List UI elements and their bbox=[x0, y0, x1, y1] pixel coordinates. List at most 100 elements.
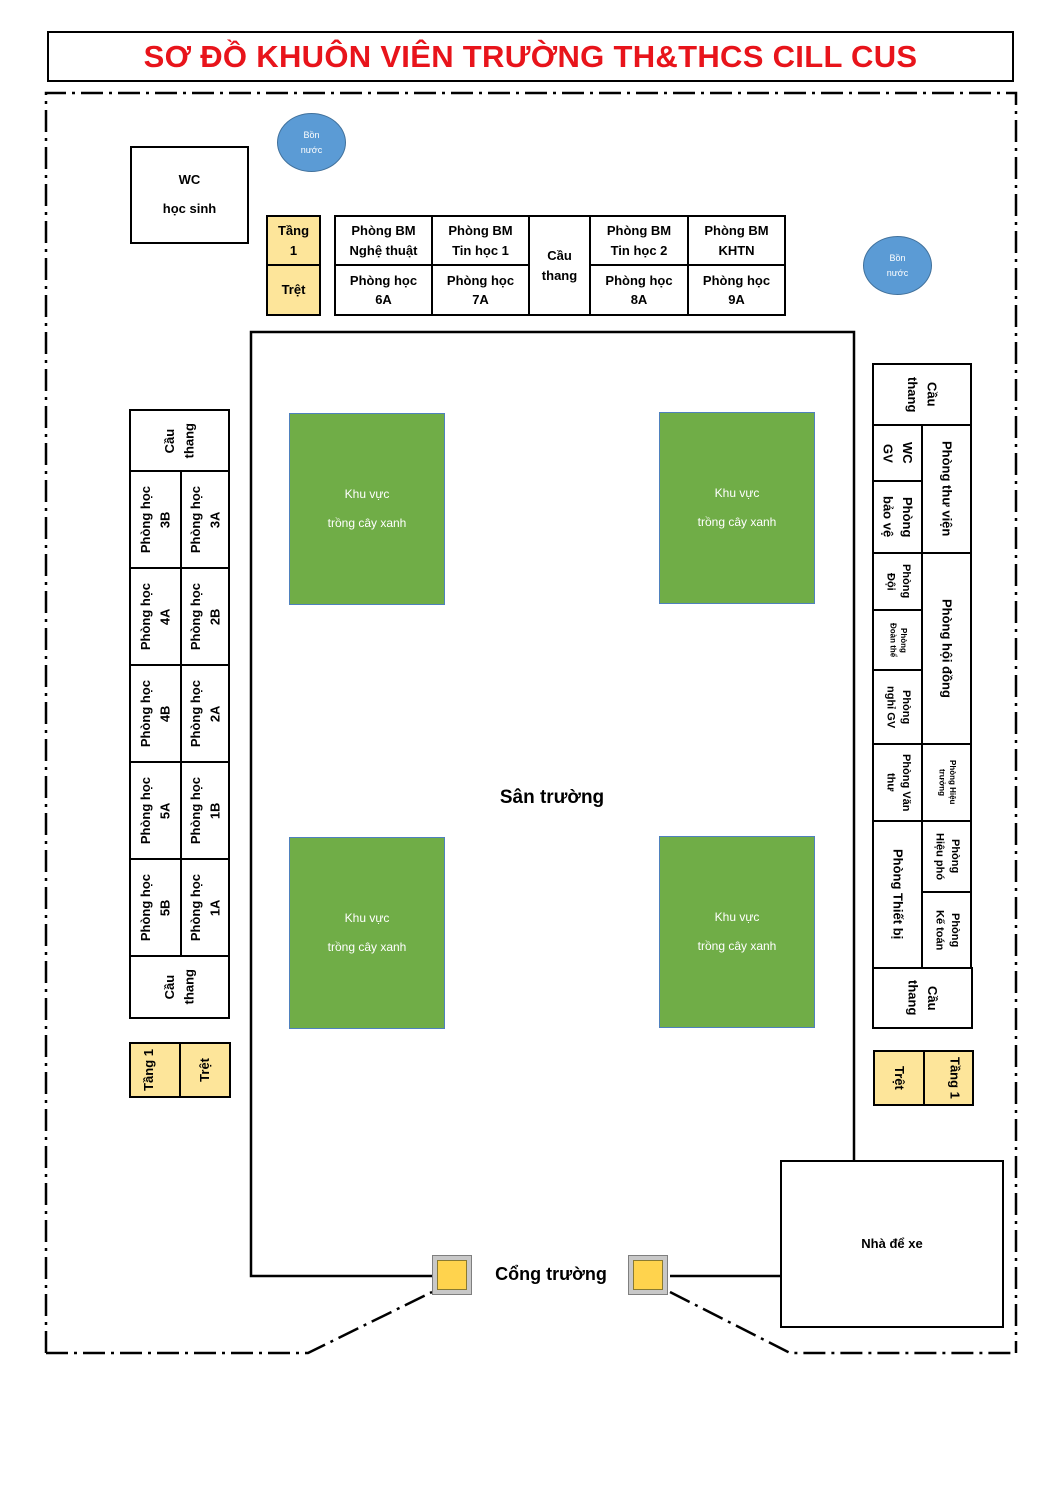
room-science: Phòng BM KHTN bbox=[687, 215, 786, 266]
floor-label: Tầng 1 bbox=[947, 1057, 963, 1099]
room-label: 6A bbox=[375, 292, 392, 307]
room-label: KHTN bbox=[718, 242, 755, 258]
room-label: Phòng bbox=[899, 564, 912, 599]
wc-teachers-label: GV bbox=[880, 443, 896, 463]
water-tank-label-1: Bồn bbox=[889, 253, 906, 264]
room-label: bảo vệ bbox=[880, 496, 896, 538]
council-room: Phòng hội đồng bbox=[921, 552, 972, 745]
room-label: Phòng học bbox=[138, 679, 153, 748]
classroom-7a: Phòng học 7A bbox=[431, 264, 530, 316]
room-label: 2B bbox=[207, 608, 222, 625]
floor-label: Trệt bbox=[891, 1066, 907, 1090]
security-room: Phòng bảo vệ bbox=[872, 480, 923, 554]
green-area-label: Khu vực bbox=[344, 911, 390, 926]
room-label: Phòng Hiệu bbox=[947, 760, 957, 805]
room-label: 9A bbox=[728, 292, 745, 307]
green-area-label: Khu vực bbox=[344, 487, 390, 502]
gate-pillar-right bbox=[628, 1255, 668, 1295]
room-label: Phòng thư viện bbox=[939, 441, 955, 537]
green-area-label: Khu vực bbox=[714, 910, 760, 925]
room-art: Phòng BM Nghệ thuật bbox=[334, 215, 433, 266]
stairs-label: thang bbox=[541, 267, 578, 283]
room-label: Phòng học bbox=[187, 485, 203, 554]
floor-label: Trệt bbox=[197, 1058, 213, 1082]
library: Phòng thư viện bbox=[921, 424, 972, 554]
room-label: 3B bbox=[157, 511, 173, 528]
room-label: Phòng học bbox=[446, 272, 515, 288]
room-label: Phòng Văn bbox=[899, 753, 912, 812]
stairs-right-top: Cầu thang bbox=[872, 363, 972, 426]
green-area-label: trồng cây xanh bbox=[327, 516, 407, 530]
room-label: Phòng học bbox=[138, 582, 153, 651]
stairs-right-bottom: Cầu thang bbox=[872, 967, 973, 1029]
room-label: Phòng hội đồng bbox=[939, 599, 955, 698]
floor-legend-upper-right: Tầng 1 bbox=[923, 1050, 974, 1106]
floor-legend-upper-top: Tầng 1 bbox=[266, 215, 321, 266]
room-label: Kế toán bbox=[933, 909, 946, 951]
stairs-label: thang bbox=[905, 376, 920, 413]
room-label: 5B bbox=[157, 899, 173, 916]
stairs-label: thang bbox=[905, 980, 921, 1016]
room-label: Phòng BM bbox=[704, 223, 769, 238]
room-label: Phòng bbox=[900, 496, 915, 538]
stairs-label: Cầu bbox=[925, 985, 940, 1011]
classroom-9a: Phòng học 9A bbox=[687, 264, 786, 316]
room-label: Phòng bbox=[948, 839, 961, 874]
floor-legend-ground-left: Trệt bbox=[179, 1042, 231, 1098]
green-area-label: trồng cây xanh bbox=[697, 939, 777, 953]
schoolyard-label: Sân trường bbox=[499, 787, 605, 808]
stairs-top: Cầu thang bbox=[528, 215, 591, 316]
room-label: Phòng bbox=[899, 689, 912, 725]
stairs-left-top: Cầu thang bbox=[129, 409, 230, 472]
floor-legend-upper-left: Tầng 1 bbox=[129, 1042, 181, 1098]
green-area-top-left: Khu vực trồng cây xanh bbox=[289, 413, 445, 605]
room-label: 7A bbox=[472, 292, 489, 307]
water-tank-left: Bồn nước bbox=[277, 113, 346, 172]
floor-legend-ground-right: Trệt bbox=[873, 1050, 925, 1106]
room-label: Phòng BM bbox=[448, 223, 513, 238]
room-label: 3A bbox=[207, 511, 222, 528]
room-label: 4A bbox=[157, 608, 173, 625]
stairs-label: thang bbox=[181, 422, 197, 459]
stairs-label: Cầu bbox=[162, 974, 177, 1000]
stairs-label: Cầu bbox=[162, 428, 177, 453]
wc-students: WC học sinh bbox=[130, 146, 249, 244]
room-label: Đội bbox=[884, 572, 897, 591]
parking-lot: Nhà để xe bbox=[780, 1160, 1004, 1328]
room-label: 8A bbox=[630, 292, 648, 307]
parking-label: Nhà để xe bbox=[861, 1236, 923, 1252]
classroom-8a: Phòng học 8A bbox=[589, 264, 689, 316]
room-label: Tin học 1 bbox=[452, 242, 509, 258]
green-area-label: Khu vực bbox=[714, 486, 760, 501]
room-label: Phòng học bbox=[702, 272, 771, 288]
room-label: Phòng bbox=[948, 912, 961, 948]
stairs-label: Cầu bbox=[924, 382, 940, 407]
equipment-room: Phòng Thiết bị bbox=[872, 820, 923, 969]
classroom-5b: Phòng học 5B bbox=[129, 858, 182, 957]
gate-label: Cổng trường bbox=[495, 1264, 607, 1284]
floor-label: Tầng 1 bbox=[141, 1049, 156, 1091]
room-label: 5A bbox=[157, 802, 173, 819]
room-label: Tin học 2 bbox=[610, 242, 668, 258]
room-label: Phòng học bbox=[187, 679, 203, 748]
wc-students-label-2: học sinh bbox=[162, 201, 217, 216]
room-label: thư bbox=[884, 773, 897, 792]
green-area-top-right: Khu vực trồng cây xanh bbox=[659, 412, 815, 604]
room-label: Phòng BM bbox=[351, 223, 416, 238]
room-label: Phòng BM bbox=[606, 223, 672, 238]
room-label: Phòng học bbox=[138, 873, 153, 942]
water-tank-label-1: Bồn bbox=[303, 130, 320, 141]
